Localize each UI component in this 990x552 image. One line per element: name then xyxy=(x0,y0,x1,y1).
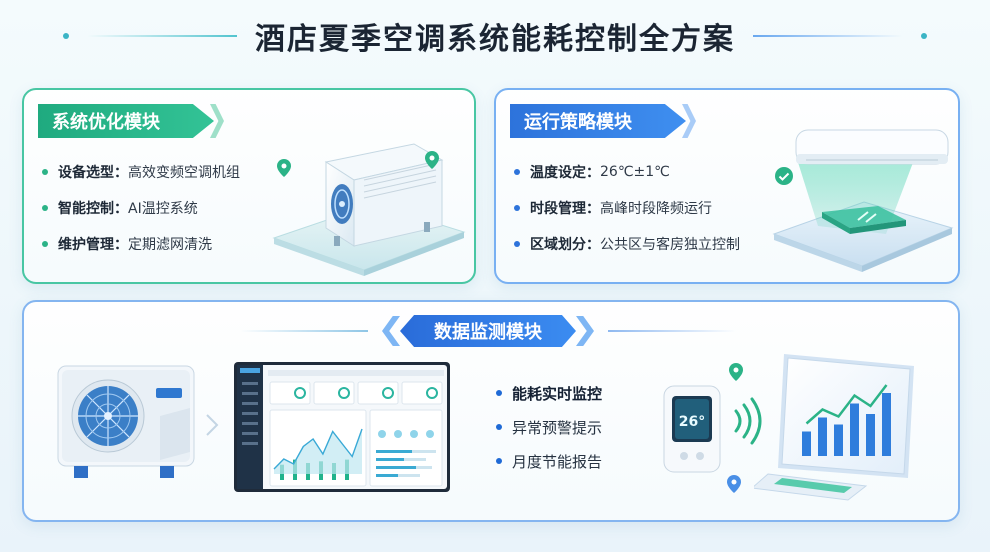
system-optimization-card: 系统优化模块 设备选型：高效变频空调机组 智能控制：AI温控系统 维护管理：定期… xyxy=(22,88,476,284)
dashboard-screen-illustration xyxy=(234,362,450,492)
feature-value: AI温控系统 xyxy=(128,201,198,217)
data-module-title: 数据监测模块 xyxy=(400,315,576,347)
dashboard-line xyxy=(273,428,363,470)
location-pin-icon xyxy=(729,363,743,381)
feature-label: 月度节能报告 xyxy=(512,452,603,471)
bullet-icon xyxy=(42,205,48,211)
feature-label: 能耗实时监控 xyxy=(512,384,603,403)
feature-key: 时段管理： xyxy=(530,201,600,217)
location-pin-icon xyxy=(425,151,439,169)
feature-value: 高峰时段降频运行 xyxy=(600,201,712,217)
indoor-ac-unit-icon xyxy=(772,129,954,272)
list-item: 温度设定：26℃±1℃ xyxy=(514,154,740,190)
thermostat-icon: 26° xyxy=(663,385,721,473)
wireless-signal-icon xyxy=(734,397,762,445)
monitor-trend-line xyxy=(805,384,888,425)
feature-key: 设备选型： xyxy=(58,165,128,181)
bullet-icon xyxy=(496,458,502,464)
list-item: 能耗实时监控 xyxy=(496,376,602,410)
bullet-icon xyxy=(514,169,520,175)
outdoor-ac-unit-icon xyxy=(272,143,466,276)
monitor-bar xyxy=(866,414,875,456)
monitor-chart-illustration xyxy=(754,354,914,501)
arrow-right-icon xyxy=(206,414,219,436)
list-item: 异常预警提示 xyxy=(496,410,602,444)
chevron-left-icon xyxy=(382,316,400,346)
monitor-bar xyxy=(802,431,811,456)
data-feature-list: 能耗实时监控 异常预警提示 月度节能报告 xyxy=(496,376,602,478)
monitor-bar-group xyxy=(802,393,891,456)
divider-left xyxy=(240,330,368,332)
feature-label: 异常预警提示 xyxy=(512,418,603,437)
bullet-icon xyxy=(514,241,520,247)
location-pin-icon xyxy=(727,475,741,493)
feature-value: 26℃±1℃ xyxy=(600,164,670,180)
run-module-title: 运行策略模块 xyxy=(524,112,632,133)
header: 酒店夏季空调系统能耗控制全方案 xyxy=(0,14,990,58)
page-title: 酒店夏季空调系统能耗控制全方案 xyxy=(255,22,735,57)
bullet-icon xyxy=(42,241,48,247)
title-dot-right xyxy=(921,33,927,39)
monitor-bar xyxy=(882,393,891,456)
bullet-icon xyxy=(496,424,502,430)
monitor-bar xyxy=(818,417,827,456)
title-line-left xyxy=(87,35,237,37)
feature-value: 公共区与客房独立控制 xyxy=(600,237,740,253)
monitor-bar xyxy=(850,403,859,456)
list-item: 时段管理：高峰时段降频运行 xyxy=(514,190,740,226)
operation-strategy-card: 运行策略模块 温度设定：26℃±1℃ 时段管理：高峰时段降频运行 区域划分：公共… xyxy=(494,88,960,284)
chevron-right-icon xyxy=(576,316,594,346)
monitor-bar xyxy=(834,424,843,456)
system-module-ribbon: 系统优化模块 xyxy=(38,104,214,138)
check-circle-icon xyxy=(775,167,793,185)
outdoor-unit-front-icon xyxy=(57,365,195,478)
run-feature-list: 温度设定：26℃±1℃ 时段管理：高峰时段降频运行 区域划分：公共区与客房独立控… xyxy=(514,154,740,262)
list-item: 区域划分：公共区与客房独立控制 xyxy=(514,226,740,262)
dashboard-line-area xyxy=(274,429,362,474)
feature-value: 定期滤网清洗 xyxy=(128,237,212,253)
title-line-right xyxy=(753,35,903,37)
data-module-ribbon: 数据监测模块 xyxy=(370,314,606,348)
run-module-ribbon: 运行策略模块 xyxy=(510,104,686,138)
title-dot-left xyxy=(63,33,69,39)
bullet-icon xyxy=(42,169,48,175)
divider-right xyxy=(608,330,736,332)
feature-value: 高效变频空调机组 xyxy=(128,165,240,181)
feature-key: 温度设定： xyxy=(530,165,600,181)
list-item: 维护管理：定期滤网清洗 xyxy=(42,226,240,262)
list-item: 设备选型：高效变频空调机组 xyxy=(42,154,240,190)
system-feature-list: 设备选型：高效变频空调机组 智能控制：AI温控系统 维护管理：定期滤网清洗 xyxy=(42,154,240,262)
feature-key: 维护管理： xyxy=(58,237,128,253)
bullet-icon xyxy=(514,205,520,211)
system-module-title: 系统优化模块 xyxy=(52,112,160,133)
list-item: 月度节能报告 xyxy=(496,444,602,478)
bullet-icon xyxy=(496,390,502,396)
location-pin-icon xyxy=(277,159,291,177)
feature-key: 智能控制： xyxy=(58,201,128,217)
list-item: 智能控制：AI温控系统 xyxy=(42,190,240,226)
thermostat-reading: 26° xyxy=(679,414,705,430)
feature-key: 区域划分： xyxy=(530,237,600,253)
